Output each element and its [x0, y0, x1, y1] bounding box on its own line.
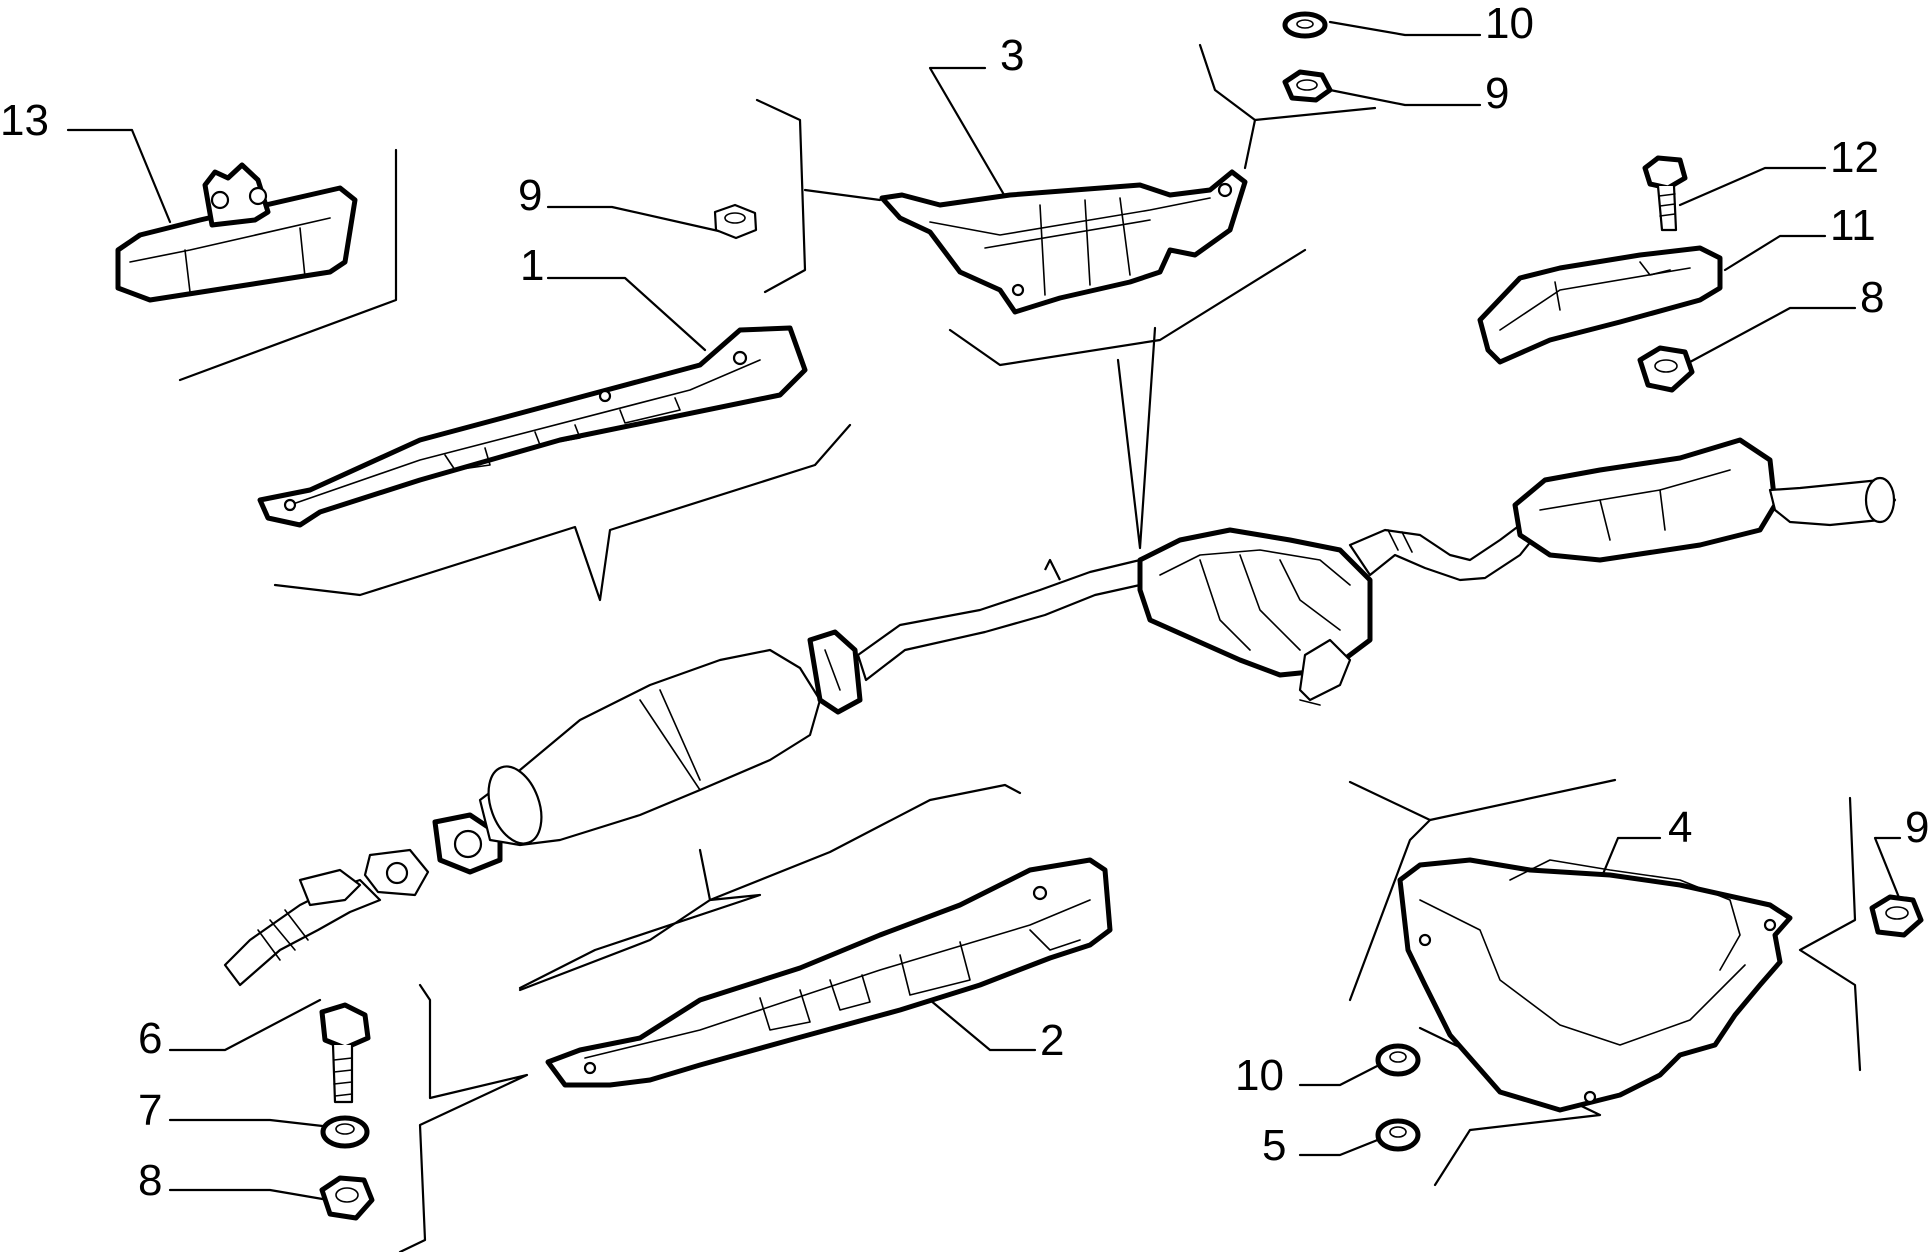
callout-7: 7 — [138, 1086, 162, 1135]
exhaust-pipe-assembly — [223, 437, 1897, 987]
callout-10-bottom: 10 — [1235, 1051, 1284, 1100]
part-8-nut-right — [1637, 345, 1695, 393]
callout-3: 3 — [1000, 31, 1024, 80]
part-5-washer — [1375, 1118, 1421, 1152]
part-2-support-bracket — [545, 857, 1113, 1088]
part-11-heat-shield — [1477, 245, 1723, 365]
part-7-washer — [320, 1115, 370, 1149]
grouping-brackets — [178, 43, 1862, 1252]
callout-9-top: 9 — [1485, 69, 1509, 118]
callout-5: 5 — [1262, 1121, 1286, 1170]
part-6-bolt — [319, 1002, 371, 1104]
callout-12: 12 — [1830, 133, 1879, 182]
callout-9-right: 9 — [1905, 803, 1929, 852]
callout-4: 4 — [1668, 803, 1692, 852]
part-9-nut-right — [1869, 894, 1924, 938]
callout-10-top: 10 — [1485, 0, 1534, 48]
leader-lines — [66, 20, 1902, 1204]
callout-8-left: 8 — [138, 1156, 162, 1205]
part-4-heat-shield — [1397, 857, 1793, 1113]
part-10-washer-bottom — [1375, 1043, 1421, 1077]
part-1-support-bracket — [257, 325, 808, 528]
callout-6: 6 — [138, 1014, 162, 1063]
callout-13: 13 — [0, 96, 49, 145]
part-10-washer-top — [1282, 11, 1328, 39]
part-13-heat-shield — [115, 162, 358, 303]
part-8-nut-left — [319, 1175, 375, 1221]
callout-2: 2 — [1040, 1016, 1064, 1065]
callout-8-right: 8 — [1860, 273, 1884, 322]
part-12-bolt — [1642, 155, 1688, 232]
callout-11: 11 — [1830, 201, 1876, 250]
part-3-heat-shield — [879, 169, 1248, 315]
part-9-nut-top — [1282, 69, 1333, 103]
callout-1: 1 — [520, 241, 544, 290]
callout-9-top-left: 9 — [518, 171, 542, 220]
part-9-nut — [713, 203, 758, 240]
